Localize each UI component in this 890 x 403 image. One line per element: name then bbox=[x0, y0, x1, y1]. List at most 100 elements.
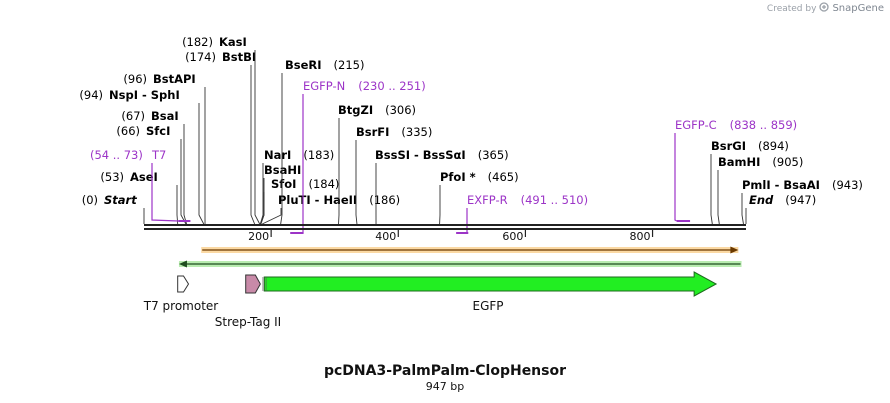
backbone bbox=[144, 224, 746, 230]
enzyme-position: (335) bbox=[401, 125, 432, 139]
primer-name: T7 bbox=[151, 148, 166, 162]
enzyme-leader-line bbox=[260, 192, 265, 225]
enzyme-leader-line bbox=[183, 124, 188, 225]
enzyme-position: (215) bbox=[334, 58, 365, 72]
enzyme-site-bamhi[interactable]: (905)BamHI bbox=[717, 155, 803, 225]
map-length: 947 bp bbox=[425, 380, 465, 393]
enzyme-leader-line bbox=[355, 140, 358, 225]
feature-shape bbox=[177, 275, 190, 293]
primer-leader-line bbox=[302, 94, 304, 234]
enzyme-site-nspi-sphi[interactable]: (94)NspI - SphI bbox=[79, 88, 205, 225]
primer-range: (838 .. 859) bbox=[730, 118, 798, 132]
orf-forward-track[interactable] bbox=[201, 246, 739, 254]
enzyme-position: (0) bbox=[82, 193, 98, 207]
primer-range: (54 .. 73) bbox=[90, 148, 143, 162]
orf-reverse-arrow-icon bbox=[178, 260, 187, 268]
enzyme-position: (183) bbox=[303, 148, 334, 162]
enzyme-position: (465) bbox=[488, 170, 519, 184]
feature-t7-promoter[interactable]: T7 promoter bbox=[143, 275, 219, 313]
enzyme-name: PluTI - HaeII bbox=[278, 193, 357, 207]
tick-label-800: 800 bbox=[630, 230, 651, 243]
enzyme-site-start[interactable]: (0) Start bbox=[82, 193, 145, 224]
orf-forward-arrow-icon bbox=[730, 246, 739, 254]
primer-exfp-r[interactable]: EXFP-R (491 .. 510) bbox=[456, 193, 589, 234]
snapgene-credit: Created by SnapGene bbox=[767, 2, 884, 15]
primer-name: EGFP-N bbox=[303, 79, 345, 93]
feature-label: T7 promoter bbox=[143, 299, 219, 313]
enzyme-site-pmli-bsaai[interactable]: (943) PmlI - BsaAI bbox=[741, 178, 863, 225]
enzyme-position: (943) bbox=[832, 178, 863, 192]
enzyme-position: (67) bbox=[121, 109, 145, 123]
enzyme-name: BssSI - BssSαI bbox=[375, 148, 466, 162]
enzyme-site-pluti-haeii[interactable]: (186) PluTI - HaeII bbox=[262, 193, 400, 225]
map-title: pcDNA3-PalmPalm-ClopHensor bbox=[323, 363, 567, 379]
enzyme-leader-line bbox=[717, 170, 720, 225]
primer-leader-line bbox=[674, 133, 678, 222]
tick-label-200: 200 bbox=[248, 230, 269, 243]
enzyme-leader-line bbox=[259, 163, 264, 225]
feature-label: EGFP bbox=[472, 299, 503, 313]
enzyme-position: (96) bbox=[123, 72, 147, 86]
primer-t7[interactable]: (54 .. 73) T7 bbox=[90, 148, 191, 222]
enzyme-site-end[interactable]: (947)End bbox=[745, 193, 816, 224]
feature-strep-tag-ii[interactable]: Strep-Tag II bbox=[215, 274, 281, 329]
enzyme-position: (365) bbox=[478, 148, 509, 162]
enzyme-leader-line bbox=[198, 103, 205, 225]
enzyme-name: BamHI bbox=[718, 155, 760, 169]
primer-range: (230 .. 251) bbox=[358, 79, 426, 93]
primer-range: (491 .. 510) bbox=[521, 193, 589, 207]
feature-label: Strep-Tag II bbox=[215, 315, 281, 329]
enzyme-position: (894) bbox=[758, 139, 789, 153]
enzyme-name: AseI bbox=[130, 170, 158, 184]
enzyme-name: KasI bbox=[219, 35, 247, 49]
enzyme-position: (184) bbox=[308, 177, 339, 191]
feature-egfp[interactable]: EGFP bbox=[262, 271, 718, 313]
enzyme-site-nari[interactable]: (183)NarI bbox=[259, 148, 334, 225]
enzyme-leader-line bbox=[280, 73, 283, 225]
primer-egfp-c[interactable]: EGFP-C (838 .. 859) bbox=[674, 118, 798, 222]
enzyme-position: (306) bbox=[385, 103, 416, 117]
enzyme-site-bsrgi[interactable]: (894) BsrGI bbox=[710, 139, 789, 225]
enzyme-name: BsaHI bbox=[264, 163, 301, 177]
enzyme-name: BstAPI bbox=[153, 72, 196, 86]
tick-label-600: 600 bbox=[502, 230, 523, 243]
enzyme-leader-line bbox=[180, 139, 187, 225]
snapgene-logo-icon bbox=[819, 2, 830, 15]
orf-reverse-track[interactable] bbox=[178, 260, 742, 268]
primer-name: EXFP-R bbox=[467, 193, 508, 207]
enzyme-name: BseRI bbox=[285, 58, 322, 72]
enzyme-site-bseri[interactable]: (215) BseRI bbox=[280, 58, 365, 225]
primer-leader-line bbox=[151, 163, 179, 222]
enzyme-name: BsrGI bbox=[711, 139, 746, 153]
enzyme-name: BtgZI bbox=[338, 103, 373, 117]
enzyme-position: (182) bbox=[182, 35, 213, 49]
enzyme-site-bstbi[interactable]: (174)BstBI bbox=[185, 50, 256, 225]
primer-name: EGFP-C bbox=[675, 118, 717, 132]
enzyme-position: (94) bbox=[79, 88, 103, 102]
enzyme-site-bstapi[interactable]: (96) BstAPI bbox=[123, 72, 206, 225]
enzyme-name: BsaI bbox=[151, 109, 179, 123]
enzyme-leader-line bbox=[710, 154, 713, 225]
enzyme-site-bsssi-bsss-i[interactable]: (365) BssSI - BssSαI bbox=[375, 148, 509, 225]
enzyme-site-btgzi[interactable]: (306) BtgZI bbox=[338, 103, 416, 225]
enzyme-name: Start bbox=[104, 193, 137, 207]
enzyme-name: SfoI bbox=[271, 177, 296, 191]
enzyme-leader-line bbox=[176, 185, 179, 225]
enzyme-name: SfcI bbox=[146, 124, 170, 138]
enzyme-position: (186) bbox=[369, 193, 400, 207]
enzyme-site-pfoi[interactable]: (465) PfoI * bbox=[439, 170, 519, 225]
primer-leader-line bbox=[466, 208, 469, 234]
enzyme-site-kasi[interactable]: (182) KasI bbox=[182, 35, 261, 225]
enzyme-name: PfoI * bbox=[440, 170, 476, 184]
enzyme-name: PmlI - BsaAI bbox=[742, 178, 820, 192]
enzyme-position: (174) bbox=[185, 50, 216, 64]
enzyme-leader-line bbox=[262, 208, 282, 225]
enzyme-site-sfoi[interactable]: (184) SfoI bbox=[260, 177, 339, 225]
feature-shape bbox=[263, 271, 718, 297]
enzyme-site-bsrfi[interactable]: (335)BsrFI bbox=[355, 125, 432, 225]
enzyme-site-bsai[interactable]: (67) BsaI bbox=[121, 109, 188, 225]
enzyme-site-asei[interactable]: (53)AseI bbox=[100, 170, 179, 225]
primer-egfp-n[interactable]: EGFP-N (230 .. 251) bbox=[290, 79, 426, 234]
enzyme-sites: (0)Start(53)AseI(66)SfcI(67)BsaI(94)NspI… bbox=[79, 35, 863, 225]
